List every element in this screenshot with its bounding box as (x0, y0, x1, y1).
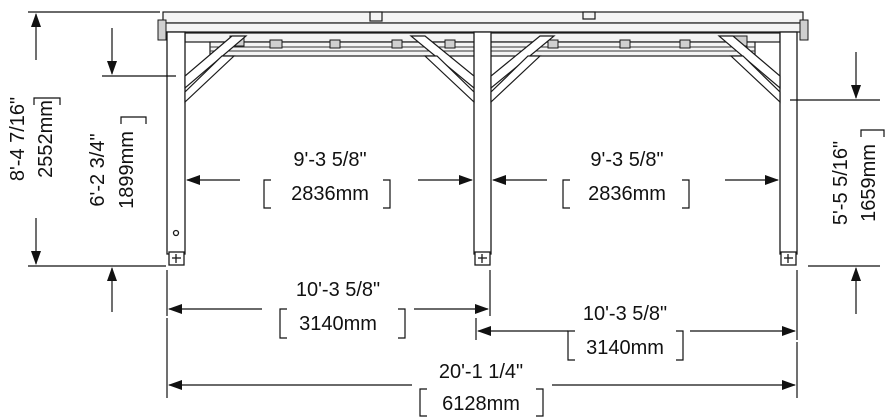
roof-beam-right-end (799, 19, 809, 41)
roof-beam (162, 11, 804, 24)
bay-left-imperial: 10'-3 5/8" (296, 279, 380, 301)
roof-bracket (369, 11, 383, 22)
post-left (166, 31, 186, 255)
bay-right-imperial: 10'-3 5/8" (583, 303, 667, 325)
brace-middle-left-inner (423, 55, 475, 104)
overall-length-metric: 6128mm (442, 393, 520, 415)
inner-span-left-imperial: 9'-3 5/8" (293, 149, 366, 171)
pergola-structure (157, 11, 809, 266)
inner-span-right-metric: 2836mm (588, 183, 666, 205)
bay-left-dimension (166, 270, 491, 316)
bay-left-metric: 3140mm (299, 313, 377, 335)
brace-clearance-right-metric: 1659mm (858, 144, 880, 222)
brace-clearance-left-imperial: 6'-2 3/4" (87, 133, 109, 206)
inner-span-right-imperial: 9'-3 5/8" (590, 149, 663, 171)
overall-height-metric: 2552mm (35, 100, 57, 178)
inner-span-left-metric: 2836mm (291, 183, 369, 205)
brace-middle-right-inner (490, 55, 542, 104)
brace-clearance-left-dimension (102, 28, 176, 312)
post-right (779, 31, 798, 255)
post-middle (473, 31, 492, 255)
overall-height-imperial: 8'-4 7/16" (7, 97, 29, 181)
post-bolt (172, 229, 180, 237)
brace-clearance-right-dimension (790, 52, 880, 314)
roof-bracket (582, 11, 596, 20)
brace-right-left-inner (729, 55, 781, 104)
bay-right-metric: 3140mm (586, 337, 664, 359)
overall-length-dimension (166, 318, 798, 398)
roof-beam-left-end (157, 19, 167, 41)
overall-height-dimension (28, 11, 166, 267)
purlin-hardware (229, 35, 748, 49)
brace-left-right-inner (184, 55, 236, 104)
roof-beam-lower (162, 22, 804, 33)
brace-clearance-left-metric: 1899mm (116, 131, 138, 209)
overall-length-imperial: 20'-1 1/4" (439, 361, 523, 383)
bay-right-dimension (475, 270, 798, 340)
brace-clearance-right-imperial: 5'-5 5/16" (830, 141, 852, 225)
